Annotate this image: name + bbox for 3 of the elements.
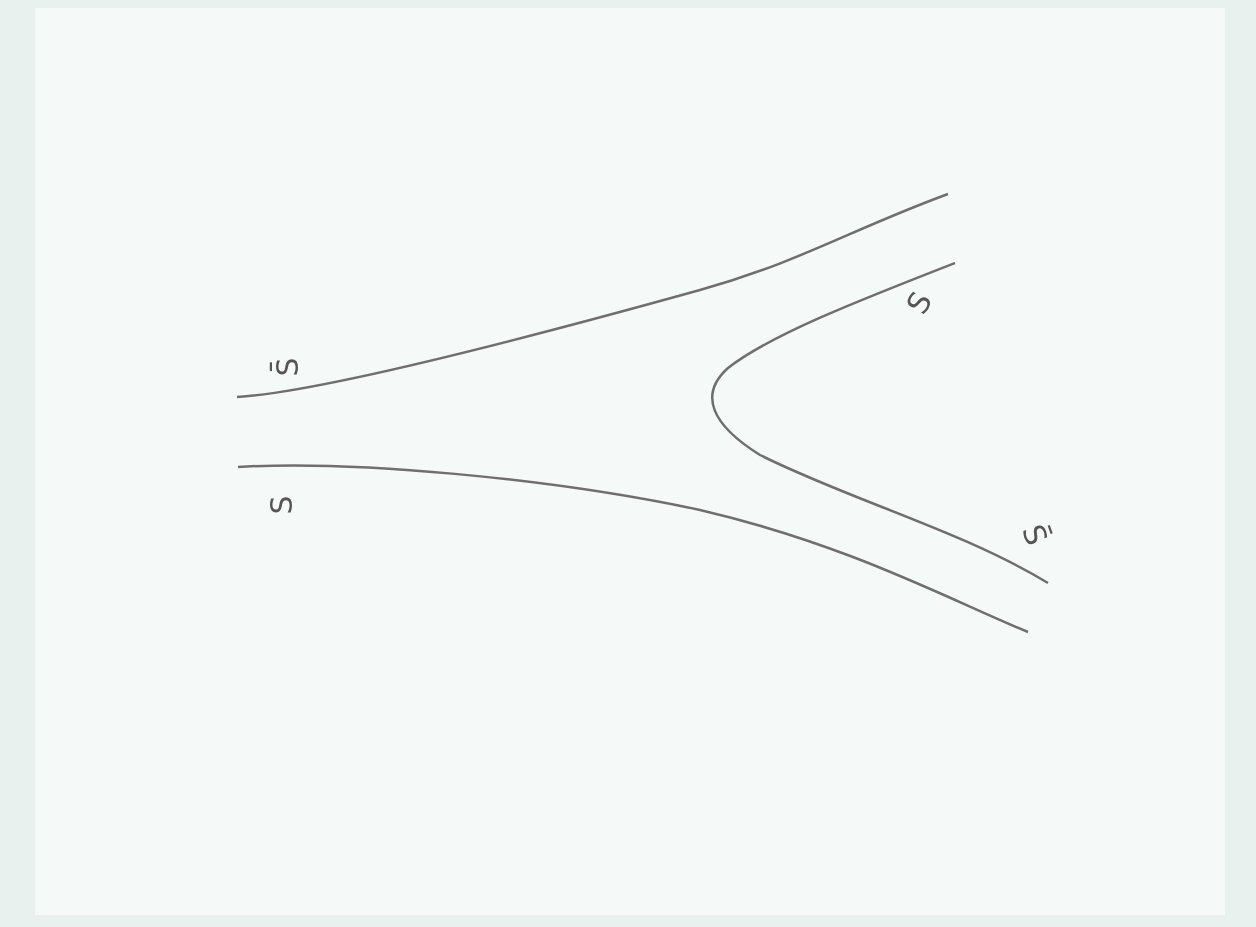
curve-label: S: [901, 287, 938, 319]
curve-label: S̄: [1017, 520, 1052, 550]
curve-label: S: [266, 495, 297, 515]
